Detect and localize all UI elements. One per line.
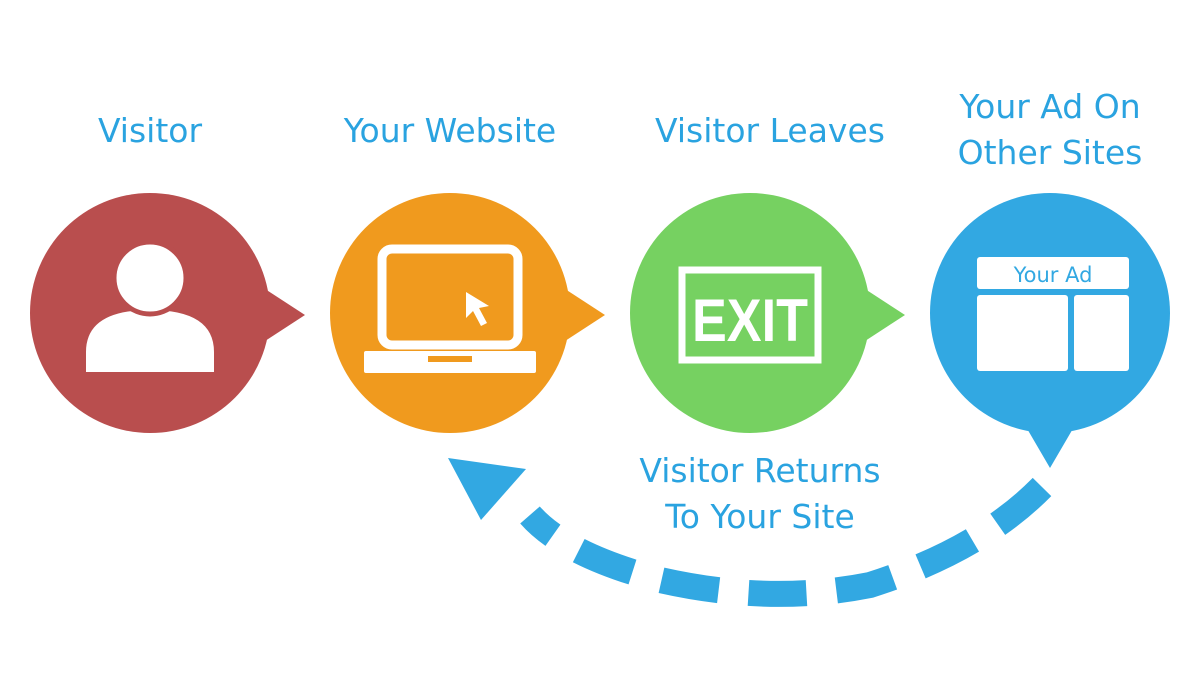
- cursor-icon: [466, 292, 489, 326]
- step-label-visitor-leaves: Visitor Leaves: [655, 111, 885, 150]
- return-arrowhead-icon: [448, 458, 526, 520]
- visitor-bubble: [30, 193, 305, 433]
- step-label-your-website: Your Website: [343, 111, 557, 150]
- ad-text: Your Ad: [1013, 263, 1093, 287]
- exit-sign-icon: EXIT: [678, 266, 822, 364]
- exit-text: EXIT: [692, 287, 808, 354]
- leaves-bubble: EXIT: [630, 193, 905, 433]
- return-label: Visitor Returns To Your Site: [639, 451, 881, 536]
- webpage-ad-icon: Your Ad: [977, 257, 1129, 371]
- website-bubble: [330, 193, 605, 433]
- return-arrow: [448, 458, 1052, 607]
- person-icon: [86, 239, 214, 372]
- step-label-visitor: Visitor: [97, 111, 203, 150]
- laptop-icon: [364, 244, 536, 373]
- step-label-your-ad: Your Ad On Other Sites: [957, 87, 1143, 172]
- ad-bubble: Your Ad: [930, 193, 1170, 468]
